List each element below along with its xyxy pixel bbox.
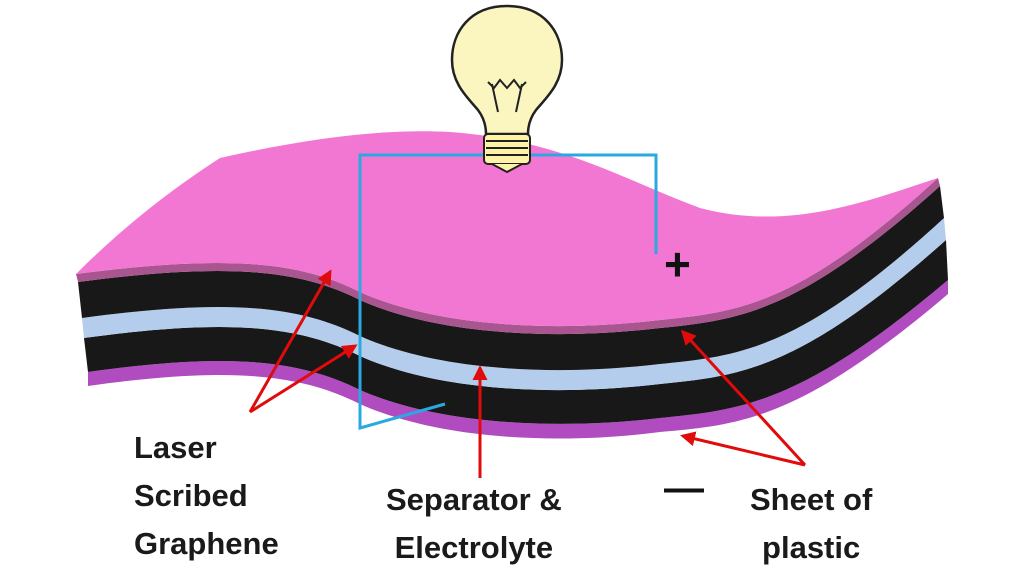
plastic-arrows [680,329,807,467]
circuit-wire [358,153,658,430]
plastic-label-line2: plastic [762,530,861,565]
plastic-arrow-lower [680,431,806,467]
graphene-label: Laser Scribed Graphene [134,424,279,568]
graphene-label-line3: Graphene [134,526,279,561]
plastic-label: Sheet of plastic [750,476,872,572]
light-bulb-icon [450,4,564,174]
positive-terminal-sign: + [664,238,691,290]
graphene-label-line2: Scribed [134,478,248,513]
lower-graphene-electrode [84,240,948,424]
separator-label: Separator & Electrolyte [386,476,562,572]
plastic-arrow-upper [680,329,807,467]
separator-label-line1: Separator & [386,482,562,517]
graphene-arrows [248,269,358,414]
plastic-label-line1: Sheet of [750,482,873,517]
graphene-arrow-upper [248,269,332,413]
separator-label-line2: Electrolyte [394,530,554,565]
upper-graphene-electrode [78,186,944,371]
graphene-label-line1: Laser [134,430,217,465]
top-plastic-surface [76,131,938,327]
graphene-arrow-lower [249,344,358,414]
negative-terminal-sign: — [664,466,704,510]
